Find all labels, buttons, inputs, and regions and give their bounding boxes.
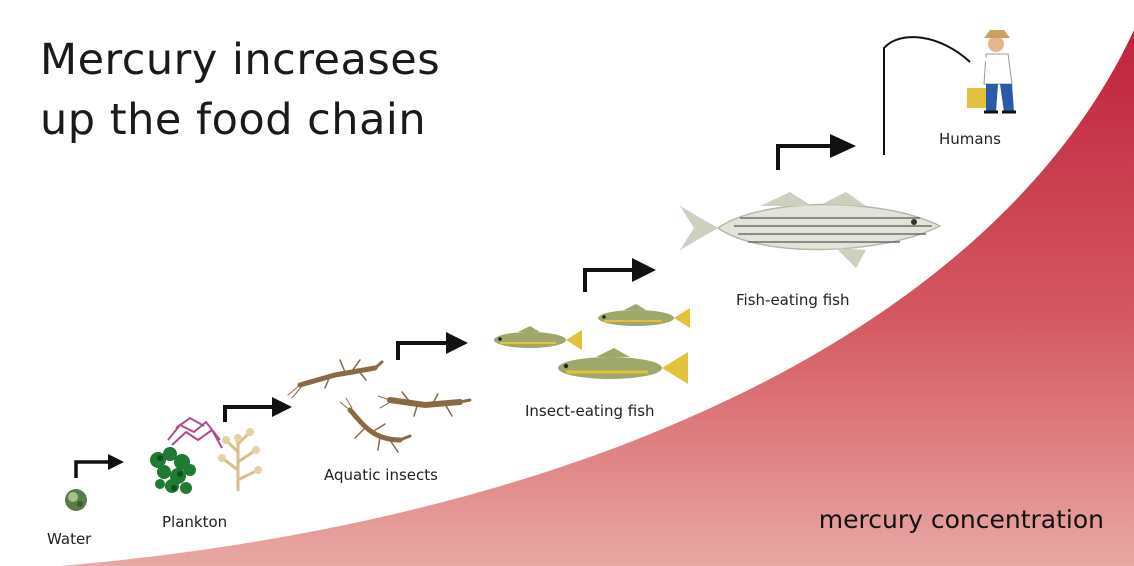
stage-label-insect-eating-fish: Insect-eating fish [525,402,655,420]
stage-label-plankton: Plankton [162,513,227,531]
arrow-plankton-to-insects [225,397,292,422]
title-line-2: up the food chain [40,90,440,150]
stage-label-water: Water [47,530,91,548]
mercury-concentration-label: mercury concentration [819,505,1104,534]
title-line-1: Mercury increases [40,30,440,90]
arrow-water-to-plankton [76,454,124,478]
page-title: Mercury increases up the food chain [40,30,440,150]
stage-label-aquatic-insects: Aquatic insects [324,466,438,484]
fish-eating-fish-icon [680,192,940,268]
water-drop-icon [65,489,87,511]
plankton-icon [150,418,262,494]
stage-label-fish-eating-fish: Fish-eating fish [736,291,849,309]
stage-label-humans: Humans [939,130,1001,148]
arrow-big-fish-to-humans [778,134,856,170]
arrow-insects-to-fish [398,332,468,360]
insect-eating-fish-icon [494,304,690,384]
arrow-fish-to-big-fish [585,258,656,292]
aquatic-insects-icon [288,360,470,452]
